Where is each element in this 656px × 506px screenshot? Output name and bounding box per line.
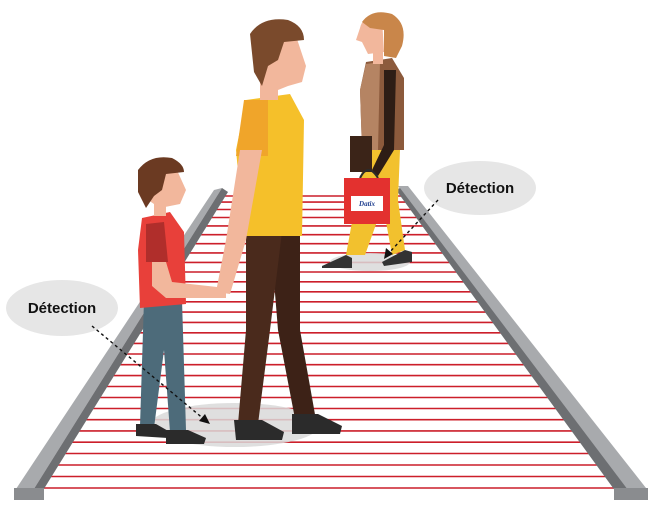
walkway	[14, 186, 648, 500]
bag-brand: Datix	[358, 200, 375, 208]
detection-label-left: Détection	[28, 300, 96, 317]
woman-folder	[350, 136, 372, 172]
left-rail-base	[14, 488, 44, 500]
right-rail-base	[614, 488, 648, 500]
detection-label-right: Détection	[446, 180, 514, 197]
adult-sleeve	[236, 100, 268, 156]
